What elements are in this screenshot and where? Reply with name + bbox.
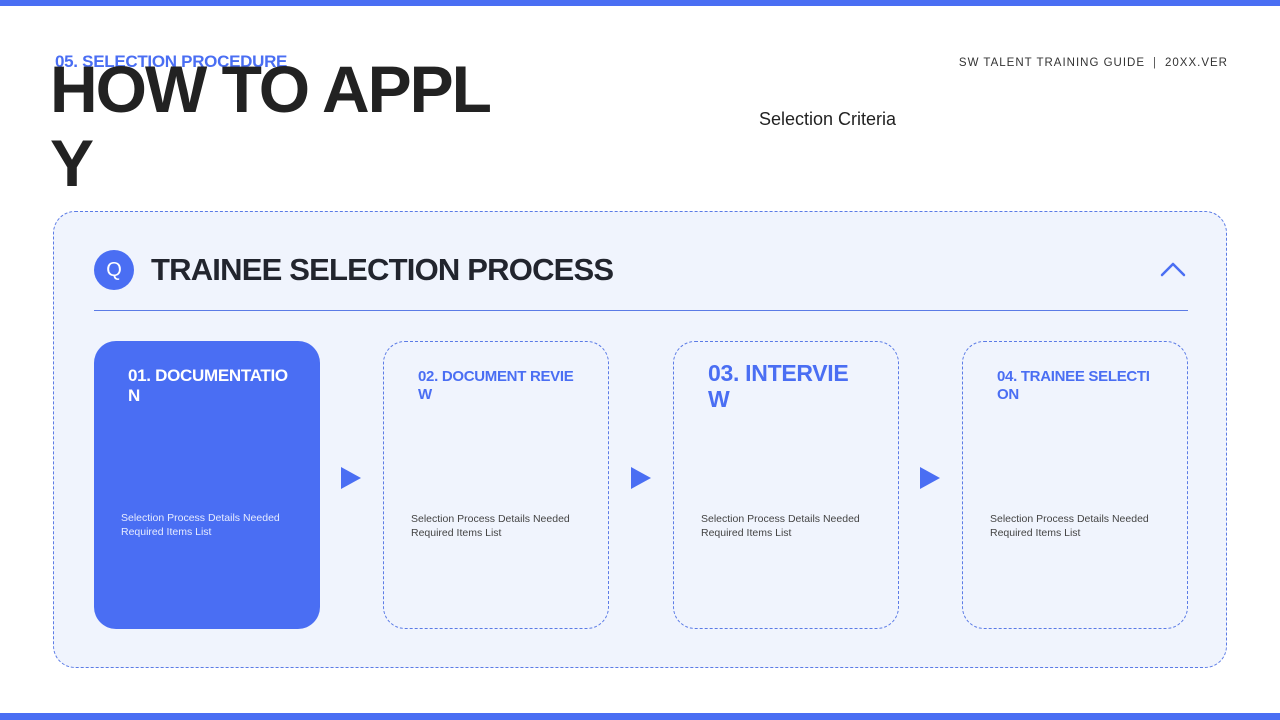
step-description: Selection Process Details Needed Require… xyxy=(121,511,301,539)
page-title: HOW TO APPLY xyxy=(50,52,492,200)
step-description: Selection Process Details Needed Require… xyxy=(990,512,1170,540)
header-separator: | xyxy=(1153,57,1158,69)
panel-divider xyxy=(94,310,1188,311)
step-desc-line2: Required Items List xyxy=(701,527,792,539)
step-desc-line1: Selection Process Details Needed xyxy=(701,513,860,525)
step-description: Selection Process Details Needed Require… xyxy=(701,512,881,540)
question-badge: Q xyxy=(94,250,134,290)
section-label: 05. SELECTION PROCEDURE xyxy=(55,52,288,71)
step-title: 03. INTERVIEW xyxy=(708,360,849,412)
chevron-up-icon xyxy=(1160,262,1186,277)
step-desc-line1: Selection Process Details Needed xyxy=(411,513,570,525)
play-arrow-icon xyxy=(920,467,940,489)
step-card-document-review[interactable]: 02. DOCUMENT REVIEW Selection Process De… xyxy=(383,341,609,629)
panel-header: Q TRAINEE SELECTION PROCESS xyxy=(94,248,1188,292)
step-title: 02. DOCUMENT REVIEW xyxy=(418,368,574,403)
bottom-accent-bar xyxy=(0,713,1280,720)
step-title: 04. TRAINEE SELECTION xyxy=(997,368,1150,403)
step-desc-line1: Selection Process Details Needed xyxy=(990,513,1149,525)
step-desc-line2: Required Items List xyxy=(990,527,1081,539)
collapse-button[interactable] xyxy=(1158,256,1188,282)
guide-name: SW TALENT TRAINING GUIDE xyxy=(958,57,1146,69)
step-card-trainee-selection[interactable]: 04. TRAINEE SELECTION Selection Process … xyxy=(962,341,1188,629)
step-card-interview[interactable]: 03. INTERVIEW Selection Process Details … xyxy=(673,341,899,629)
panel-title: TRAINEE SELECTION PROCESS xyxy=(151,252,614,287)
step-card-documentation[interactable]: 01. DOCUMENTATION Selection Process Deta… xyxy=(94,341,320,629)
step-description: Selection Process Details Needed Require… xyxy=(411,512,591,540)
play-arrow-icon xyxy=(631,467,651,489)
play-arrow-icon xyxy=(341,467,361,489)
step-desc-line2: Required Items List xyxy=(121,526,212,538)
step-desc-line2: Required Items List xyxy=(411,527,502,539)
header-meta: SW TALENT TRAINING GUIDE | 20XX.VER xyxy=(959,57,1228,69)
selection-criteria-label: Selection Criteria xyxy=(759,109,897,129)
step-title: 01. DOCUMENTATION xyxy=(128,366,288,405)
selection-process-panel: Q TRAINEE SELECTION PROCESS 01. DOCUMENT… xyxy=(53,211,1227,668)
version-label: 20XX.VER xyxy=(1165,57,1228,69)
top-accent-bar xyxy=(0,0,1280,6)
step-desc-line1: Selection Process Details Needed xyxy=(121,512,280,524)
